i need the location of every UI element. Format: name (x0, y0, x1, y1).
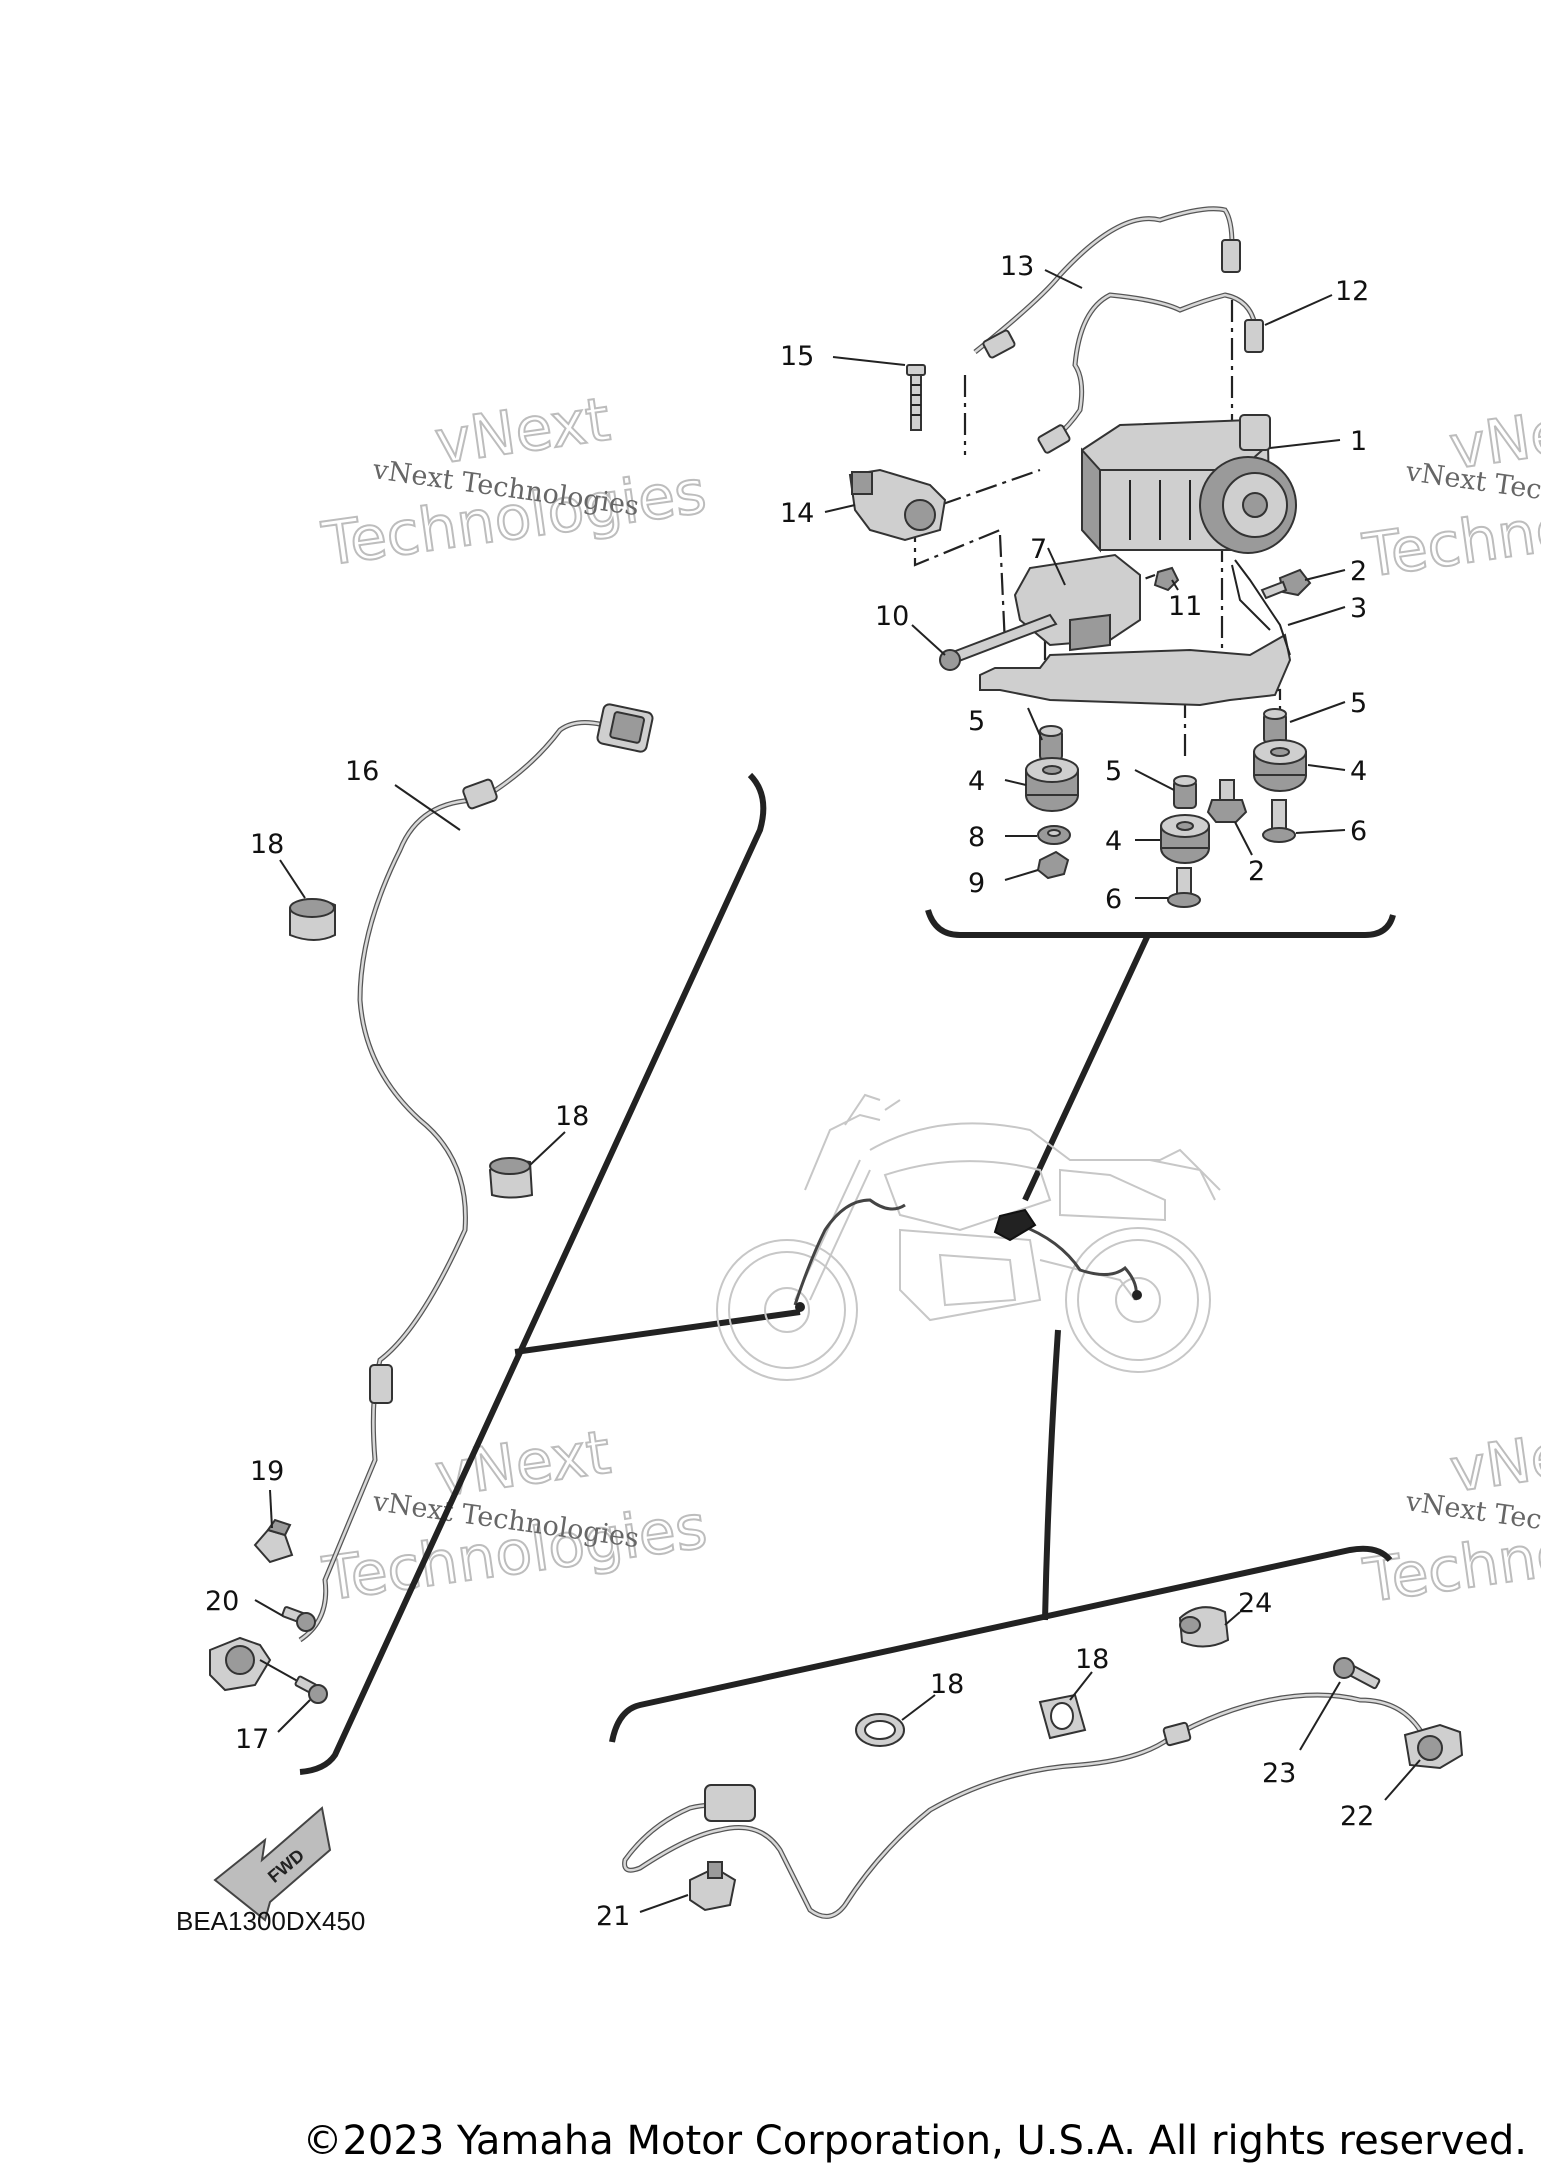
collar-5-left (1039, 725, 1063, 761)
rear-sensor-leader (1042, 1329, 1061, 1621)
bolt-20 (281, 1606, 316, 1632)
callout-4: 4 (968, 766, 985, 797)
callout-20: 20 (205, 1586, 239, 1617)
front-wheel-sensor-lead-16 (298, 703, 654, 1643)
damper-4-right (1253, 739, 1307, 792)
callout-5: 5 (1350, 688, 1367, 719)
bolt-6-right (1262, 799, 1296, 843)
callout-23: 23 (1262, 1758, 1296, 1789)
flange-bolt-2-upper (1260, 568, 1312, 600)
callout-14: 14 (780, 498, 814, 529)
assembly-line (998, 534, 1007, 646)
callout-8: 8 (968, 822, 985, 853)
bracket-7 (1013, 553, 1141, 652)
watermark-technologies-outline: Techno (1359, 1518, 1541, 1617)
callout-2: 2 (1350, 556, 1367, 587)
callout-9: 9 (968, 868, 985, 899)
clamp-18-lower-left (855, 1713, 905, 1747)
callout-16: 16 (345, 756, 379, 787)
brake-pipe-12 (1037, 292, 1264, 454)
callout-5: 5 (968, 706, 985, 737)
damper-4-center (1160, 814, 1210, 864)
callout-15: 15 (780, 341, 814, 372)
watermark-technologies-outline: Techno (1359, 493, 1541, 592)
left-panel-bracket (299, 772, 767, 1775)
sensor-bracket-19 (253, 1518, 294, 1564)
callout-6: 6 (1350, 816, 1367, 847)
nut-9 (1036, 850, 1070, 880)
front-sensor-leader (514, 1309, 801, 1355)
connector-holder-21 (689, 1861, 737, 1912)
callout-4: 4 (1105, 826, 1122, 857)
frame-bracket-3 (979, 559, 1292, 707)
assembly-line (939, 468, 1041, 507)
leader-lines (254, 269, 1421, 1913)
drawing-code: BEA1300DX450 (176, 1906, 365, 1936)
abs-unit-leader (1022, 933, 1151, 1202)
callout-19: 19 (250, 1456, 284, 1487)
watermark-vnext-outline: vNe (1446, 398, 1541, 484)
watermark-vnext-outline: vNext (431, 385, 614, 479)
damper-4-left (1025, 757, 1079, 812)
brake-pipe-13 (973, 206, 1241, 359)
bolt-15 (906, 364, 926, 431)
callout-13: 13 (1000, 251, 1034, 282)
collar-5-right (1263, 708, 1287, 744)
watermark-vnext-outline: vNe (1446, 1421, 1541, 1507)
front-wheel-sensor (209, 1636, 311, 1692)
callout-21: 21 (596, 1901, 630, 1932)
bolt-10 (939, 613, 1058, 671)
callout-17: 17 (235, 1724, 269, 1755)
pipe-joint-bracket-14 (848, 468, 947, 542)
callout-18: 18 (250, 829, 284, 860)
callout-11: 11 (1168, 591, 1202, 622)
bolt-17 (294, 1675, 328, 1704)
clamp-24 (1178, 1606, 1230, 1648)
callout-18: 18 (1075, 1644, 1109, 1675)
washer-8 (1037, 825, 1071, 845)
rear-wheel-sensor-lead (622, 1692, 1425, 1919)
callout-18: 18 (555, 1101, 589, 1132)
callout-6: 6 (1105, 884, 1122, 915)
clamp-18-mid-left (488, 1157, 534, 1199)
collar-5-center (1173, 775, 1197, 809)
fwd-arrow-icon: FWD (213, 1806, 332, 1922)
callout-2: 2 (1248, 856, 1265, 887)
flange-bolt-2-lower (1206, 779, 1248, 823)
callout-5: 5 (1105, 756, 1122, 787)
callout-3: 3 (1350, 593, 1367, 624)
callout-7: 7 (1030, 534, 1047, 565)
bolt-23 (1333, 1657, 1381, 1690)
copyright-notice: ©2023 Yamaha Motor Corporation, U.S.A. A… (302, 2118, 1527, 2164)
rear-wheel-sensor-22 (1403, 1723, 1464, 1770)
lower-panel-bracket (609, 1545, 1393, 1743)
callout-10: 10 (875, 601, 909, 632)
clamp-18-lower-right (1038, 1693, 1087, 1740)
bolt-6-center (1167, 867, 1201, 908)
callout-12: 12 (1335, 276, 1369, 307)
clamp-18-upper-left (289, 898, 336, 941)
upper-panel-bracket (925, 909, 1396, 938)
abs-hydraulic-unit (1081, 414, 1297, 554)
callout-4: 4 (1350, 756, 1367, 787)
callout-22: 22 (1340, 1801, 1374, 1832)
callout-1: 1 (1350, 426, 1367, 457)
nut-11 (1153, 566, 1180, 592)
motorcycle-silhouette (716, 1093, 1221, 1381)
callout-18: 18 (930, 1669, 964, 1700)
callout-24: 24 (1238, 1588, 1272, 1619)
